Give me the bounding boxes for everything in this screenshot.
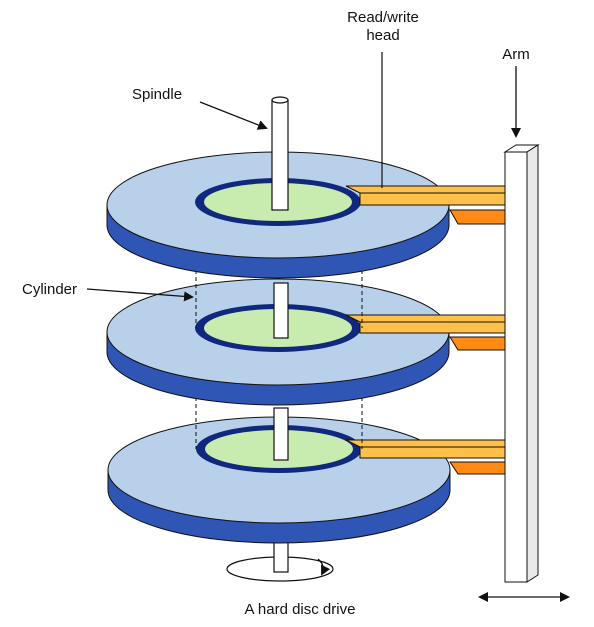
platter-2 <box>106 278 450 406</box>
cylinder-lines-lower <box>195 397 363 449</box>
head-assembly-1 <box>345 185 520 225</box>
cylinder-lines-upper <box>195 270 363 328</box>
rotation-arrow-icon <box>317 558 331 576</box>
spindle-top <box>271 99 289 211</box>
arm-label: Arm <box>502 46 530 63</box>
arm-column <box>503 144 540 583</box>
spindle-segment-2 <box>273 282 289 339</box>
diagram-caption: A hard disc drive <box>245 601 356 618</box>
read-write-head-label-line2: head <box>366 27 399 44</box>
cylinder-leader <box>86 288 194 302</box>
head-assembly-2 <box>345 314 520 351</box>
spindle-leader <box>199 101 268 130</box>
cylinder-label: Cylinder <box>22 281 77 298</box>
platter-1 <box>106 96 450 279</box>
platter-3 <box>107 407 451 544</box>
read-write-head-label-line1: Read/write <box>347 9 419 26</box>
spindle-label: Spindle <box>132 86 182 103</box>
spindle-segment-3 <box>273 407 289 461</box>
